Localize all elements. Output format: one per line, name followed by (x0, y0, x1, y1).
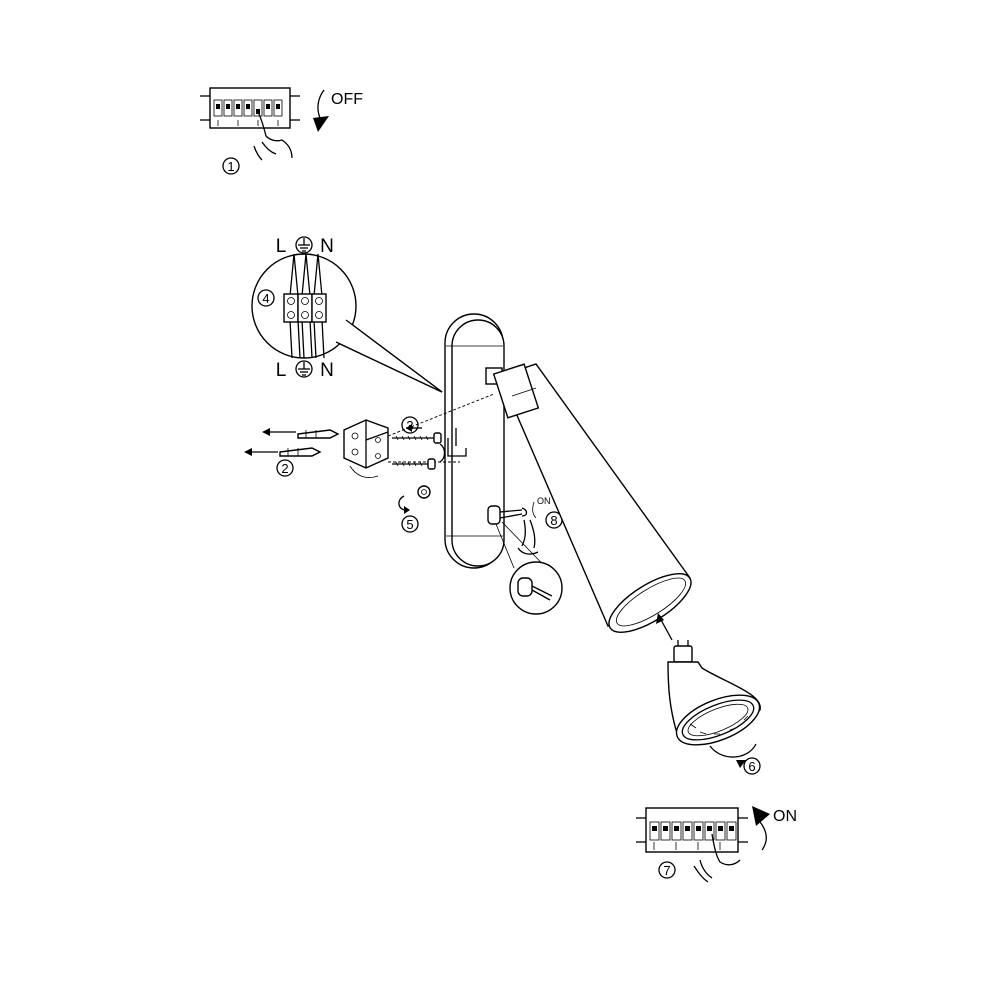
terminal-block-icon (283, 293, 327, 323)
wall-back-plate (444, 313, 505, 569)
bracket-hook (447, 428, 467, 457)
screw-icon (392, 458, 436, 470)
step-8-number: 8 (550, 513, 557, 528)
rotate-arrow-icon (317, 89, 325, 119)
mounting-bracket (343, 419, 389, 478)
terminal-bottom-n-label: N (320, 360, 334, 381)
hand-icon (693, 833, 741, 883)
terminal-bottom-l-label: L (276, 360, 287, 381)
rotate-arrow-icon (759, 821, 767, 851)
step-3-number: 3 (406, 418, 413, 433)
step-1-number: 1 (227, 159, 234, 174)
wires-icon (289, 253, 325, 359)
breaker-switches-icon (649, 821, 737, 850)
wall-plug-icon (279, 447, 322, 457)
terminal-top-n-label: N (320, 236, 334, 257)
step-6-number: 6 (748, 759, 755, 774)
rotate-arrow-icon (439, 443, 446, 463)
step-4-number: 4 (262, 291, 269, 306)
on-switch-label: ON (537, 496, 551, 506)
screw-icon (392, 432, 442, 444)
nut-icon (417, 485, 431, 499)
off-label: OFF (331, 91, 363, 108)
breaker-panel-off: OFF 1 (200, 87, 363, 175)
rotate-arrow-icon (709, 743, 757, 758)
lamp-icon (492, 363, 692, 633)
step-7-number: 7 (663, 863, 670, 878)
wall-plug-icon (297, 429, 340, 439)
bulb-icon (667, 640, 761, 746)
breaker-switches-icon (213, 99, 283, 126)
switch-on-detail: ON 8 (495, 496, 563, 615)
wiring-detail: L N L N 4 (251, 236, 443, 393)
terminal-top-l-label: L (276, 236, 287, 257)
ground-symbol-icon (295, 236, 313, 254)
step-2-number: 2 (281, 461, 288, 476)
hand-icon (253, 111, 293, 161)
breaker-panel-on: ON 7 (636, 806, 797, 883)
step-5-number: 5 (406, 517, 413, 532)
ground-symbol-icon (295, 360, 313, 378)
on-breaker-label: ON (773, 808, 797, 825)
